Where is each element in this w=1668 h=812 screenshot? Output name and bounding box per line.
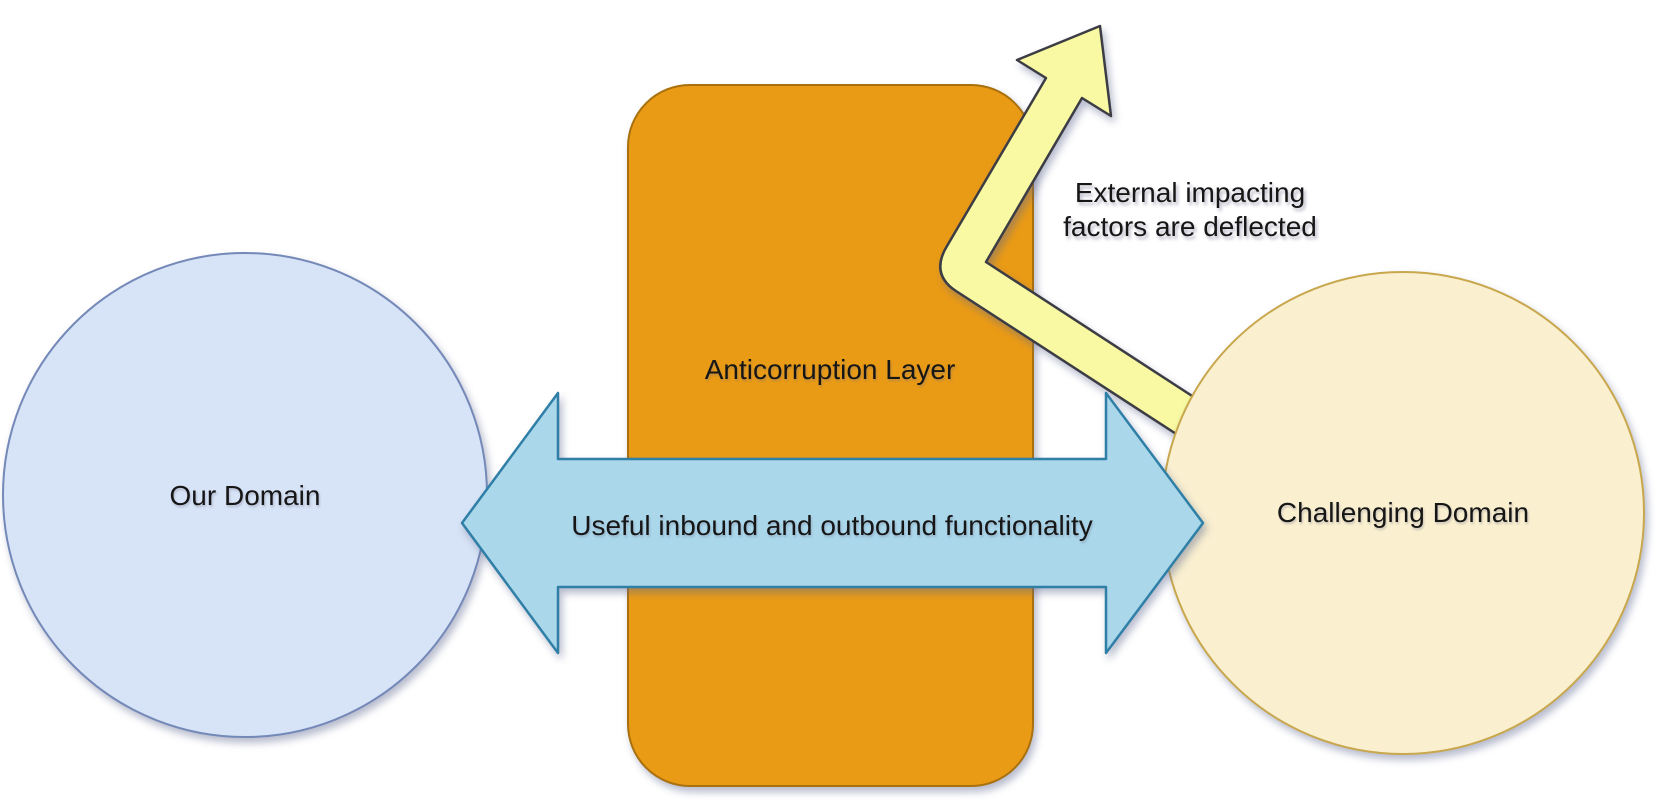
functionality-arrow-label: Useful inbound and outbound functionalit… [571,510,1093,541]
our-domain-label: Our Domain [169,480,321,511]
challenging-domain-label: Challenging Domain [1276,497,1530,528]
deflection-arrow-label: External impacting factors are deflected [1063,177,1317,242]
anticorruption-layer-rect [627,84,1034,787]
functionality-arrow [460,391,1205,655]
anticorruption-layer-label: Anticorruption Layer [704,354,956,385]
